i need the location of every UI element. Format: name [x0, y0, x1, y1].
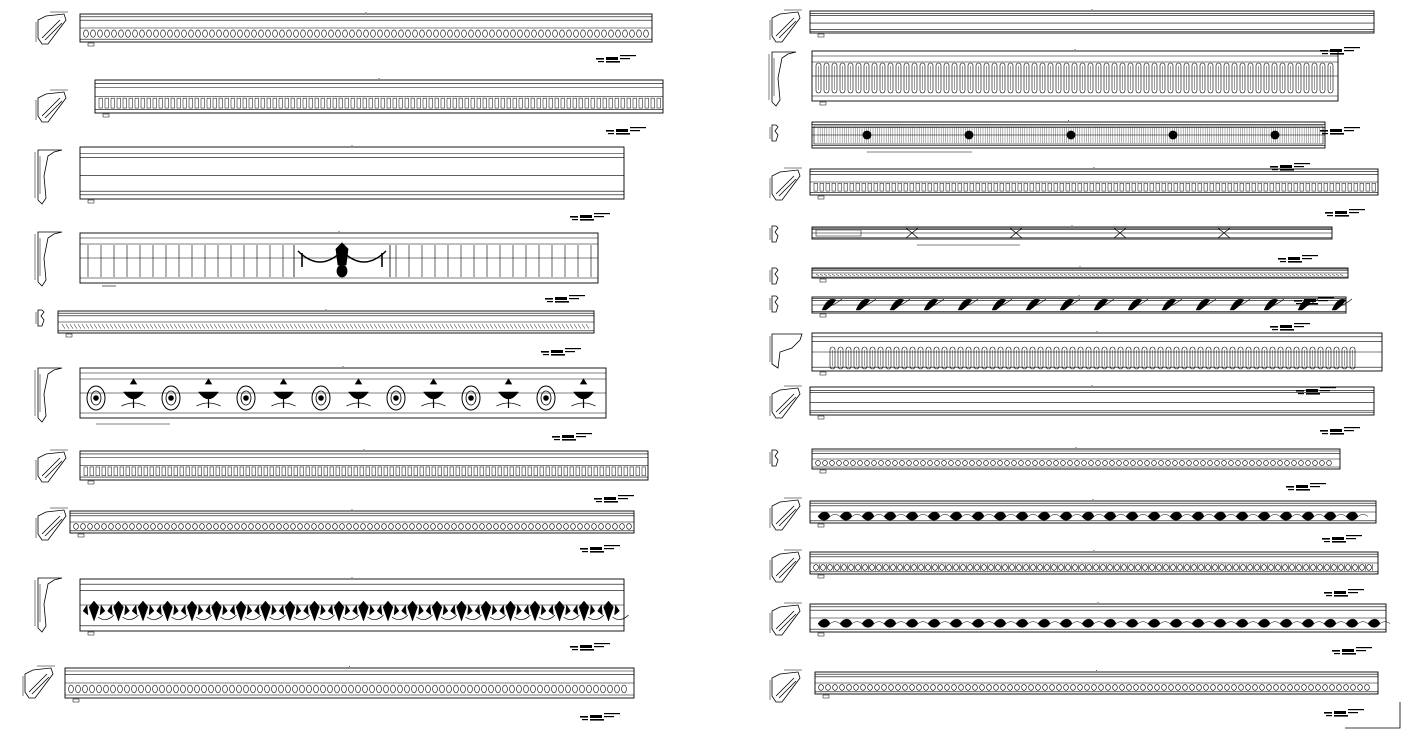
profile-21-annotation — [1322, 535, 1362, 543]
profile-15-annotation — [1278, 255, 1318, 263]
profile-04-section-profile — [34, 231, 63, 287]
profile-13-annotation — [1270, 163, 1310, 171]
profile-13-moulding — [769, 120, 1326, 171]
profile-20-section-profile — [769, 449, 779, 467]
profile-07-annotation — [594, 495, 634, 503]
profile-05-annotation — [541, 348, 581, 356]
profile-18-moulding — [769, 331, 1383, 395]
profile-19-moulding — [769, 385, 1375, 435]
profile-06-section-profile — [34, 367, 63, 423]
profile-01-moulding — [35, 11, 653, 63]
profile-09-moulding — [34, 577, 629, 651]
profile-15-moulding — [769, 225, 1333, 263]
profile-16-section-profile — [769, 267, 779, 285]
profile-14-annotation — [1325, 209, 1365, 217]
profile-19-annotation — [1320, 427, 1360, 435]
profile-14-moulding — [769, 167, 1379, 217]
profile-09-annotation — [570, 643, 610, 651]
profile-13-section-profile — [769, 124, 779, 142]
profile-22-moulding — [769, 549, 1379, 597]
profile-20-annotation — [1286, 483, 1326, 491]
profile-10-section-profile — [22, 665, 55, 699]
profile-01-section-profile — [35, 11, 68, 45]
profile-09-section-profile — [34, 577, 63, 633]
profile-15-section-profile — [769, 225, 779, 243]
profile-18-section-profile — [769, 333, 803, 369]
profile-17-annotation — [1270, 323, 1310, 331]
profile-23-moulding — [769, 602, 1391, 655]
profile-03-annotation — [570, 213, 610, 221]
profile-05-moulding — [35, 309, 595, 356]
profile-01-annotation — [596, 55, 636, 63]
profile-24-annotation — [1324, 709, 1364, 717]
profile-24-moulding — [769, 669, 1379, 717]
profile-03-section-profile — [34, 149, 63, 205]
profile-14-section-profile — [769, 167, 802, 201]
profile-22-section-profile — [769, 549, 802, 583]
profile-08-annotation — [580, 545, 620, 553]
profile-12-moulding — [768, 49, 1360, 135]
profile-11-moulding — [769, 9, 1375, 55]
profile-04-annotation — [545, 295, 585, 303]
profile-12-section-profile — [768, 51, 797, 107]
profile-08-section-profile — [35, 507, 68, 541]
profile-02-section-profile — [35, 89, 68, 123]
profile-10-annotation — [580, 713, 620, 721]
profile-02-moulding — [35, 78, 664, 135]
profile-05-section-profile — [35, 309, 45, 327]
profile-12-annotation — [1320, 127, 1360, 135]
profile-21-section-profile — [769, 497, 802, 531]
profile-20-moulding — [769, 447, 1341, 491]
profile-02-annotation — [606, 127, 646, 135]
profile-21-moulding — [769, 497, 1377, 543]
profile-23-annotation — [1332, 647, 1372, 655]
profile-24-section-profile — [769, 669, 802, 703]
profile-17-moulding — [769, 295, 1353, 331]
profile-11-section-profile — [769, 9, 802, 43]
profile-10-moulding — [22, 665, 635, 721]
profile-22-annotation — [1324, 589, 1364, 597]
profile-18-annotation — [1296, 387, 1336, 395]
profile-07-section-profile — [35, 449, 68, 483]
profile-16-moulding — [769, 266, 1349, 305]
profile-06-annotation — [552, 433, 592, 441]
profile-23-section-profile — [769, 602, 802, 636]
profile-07-moulding — [35, 449, 649, 503]
profile-03-moulding — [34, 145, 625, 221]
profile-04-moulding — [34, 231, 599, 303]
sheet-corner-mark — [1345, 702, 1401, 729]
profile-19-section-profile — [769, 385, 802, 419]
profile-17-section-profile — [769, 295, 779, 313]
profile-08-moulding — [35, 507, 635, 553]
profile-06-moulding — [34, 366, 607, 441]
